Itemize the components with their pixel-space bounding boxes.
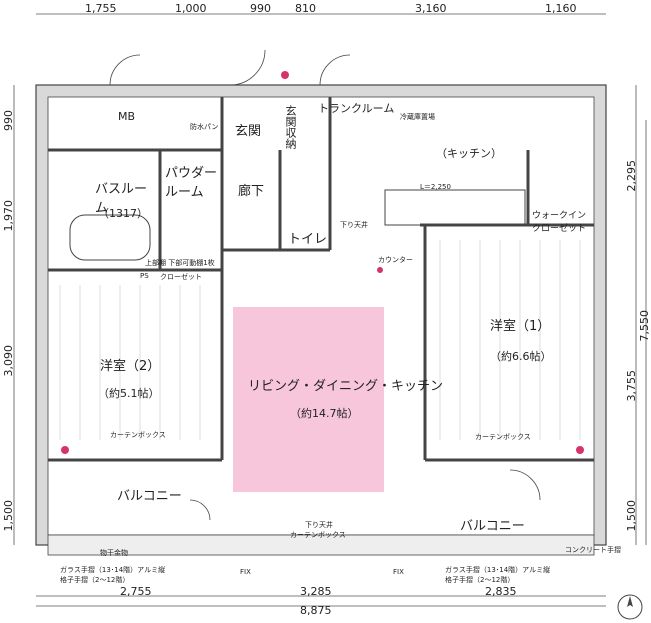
room-walkin: ウォークインクローゼット <box>532 211 587 234</box>
room-ldk-size: （約14.7帖） <box>290 407 359 420</box>
room-closet: クローゼット <box>160 273 202 281</box>
dim-bottom-3: 2,835 <box>485 585 517 598</box>
fix-right: FIX <box>393 568 404 576</box>
dim-right-1: 2,295 <box>625 160 638 192</box>
dim-bottom-1: 2,755 <box>120 585 152 598</box>
room-ldk: リビング・ダイニング・キッチン <box>248 379 444 394</box>
dim-left-4: 1,500 <box>2 500 15 532</box>
room-balcony-left: バルコニー <box>117 489 182 504</box>
room-western1: 洋室（1） <box>490 319 551 334</box>
curtain-box-ldk: カーテンボックス <box>290 531 346 539</box>
room-hallway: 廊下 <box>238 184 265 199</box>
curtain-box-right: カーテンボックス <box>475 433 531 441</box>
ps-label: PS <box>140 272 149 280</box>
counter-label: カウンター <box>378 256 413 264</box>
room-balcony-right: バルコニー <box>460 519 525 534</box>
room-western1-size: （約6.6帖） <box>490 350 552 363</box>
dim-left-1: 990 <box>2 110 15 131</box>
fix-left: FIX <box>240 568 251 576</box>
dim-right-4: 1,500 <box>625 500 638 532</box>
room-trunk: トランクルーム <box>318 102 395 115</box>
dim-top-1: 1,755 <box>85 2 117 15</box>
railing-right: ガラス手摺（13･14階）アルミ縦格子手摺（2～12階） <box>445 566 551 584</box>
railing-left: ガラス手摺（13･14階）アルミ縦格子手摺（2～12階） <box>60 566 166 584</box>
waterproof-pan-note: 防水パン <box>190 123 219 131</box>
dim-top-5: 3,160 <box>415 2 447 15</box>
room-toilet: トイレ <box>288 232 328 247</box>
fridge-note: 冷蔵庫置場 <box>400 113 435 121</box>
dim-top-2: 1,000 <box>175 2 207 15</box>
dim-bottom-total: 8,875 <box>300 604 332 617</box>
room-western2: 洋室（2） <box>100 359 161 374</box>
outdoor-unit-note: 物干金物 <box>100 549 128 557</box>
dim-left-2: 1,970 <box>2 200 15 232</box>
dim-bottom-2: 3,285 <box>300 585 332 598</box>
dim-top-3: 990 <box>250 2 271 15</box>
room-entrance: 玄関 <box>235 124 262 139</box>
room-western2-size: （約5.1帖） <box>98 387 160 400</box>
dim-right-3: 7,550 <box>638 310 651 342</box>
room-bath: バスルーム <box>95 182 148 216</box>
compass-icon <box>617 594 643 620</box>
curtain-box-left: カーテンボックス <box>110 431 166 439</box>
kitchen-length-note: L＝2,250 <box>420 183 451 191</box>
dim-left-3: 3,090 <box>2 345 15 377</box>
dim-top-6: 1,160 <box>545 2 577 15</box>
dim-top-4: 810 <box>295 2 316 15</box>
room-kitchen: （キッチン） <box>436 147 502 160</box>
room-powder: パウダールーム <box>165 166 218 200</box>
room-entrance-storage: 玄関収納 <box>284 105 297 149</box>
room-bath-size: （1317） <box>98 207 148 220</box>
shelf-note: 上部棚 下部可動棚1枚 <box>145 259 215 267</box>
dim-right-2: 3,755 <box>625 370 638 402</box>
lowered-ceiling-kitchen: 下り天井 <box>340 221 368 229</box>
lowered-ceiling-ldk: 下り天井 <box>305 521 333 529</box>
room-mb: MB <box>118 110 136 123</box>
concrete-railing: コンクリート手摺 <box>565 546 621 554</box>
